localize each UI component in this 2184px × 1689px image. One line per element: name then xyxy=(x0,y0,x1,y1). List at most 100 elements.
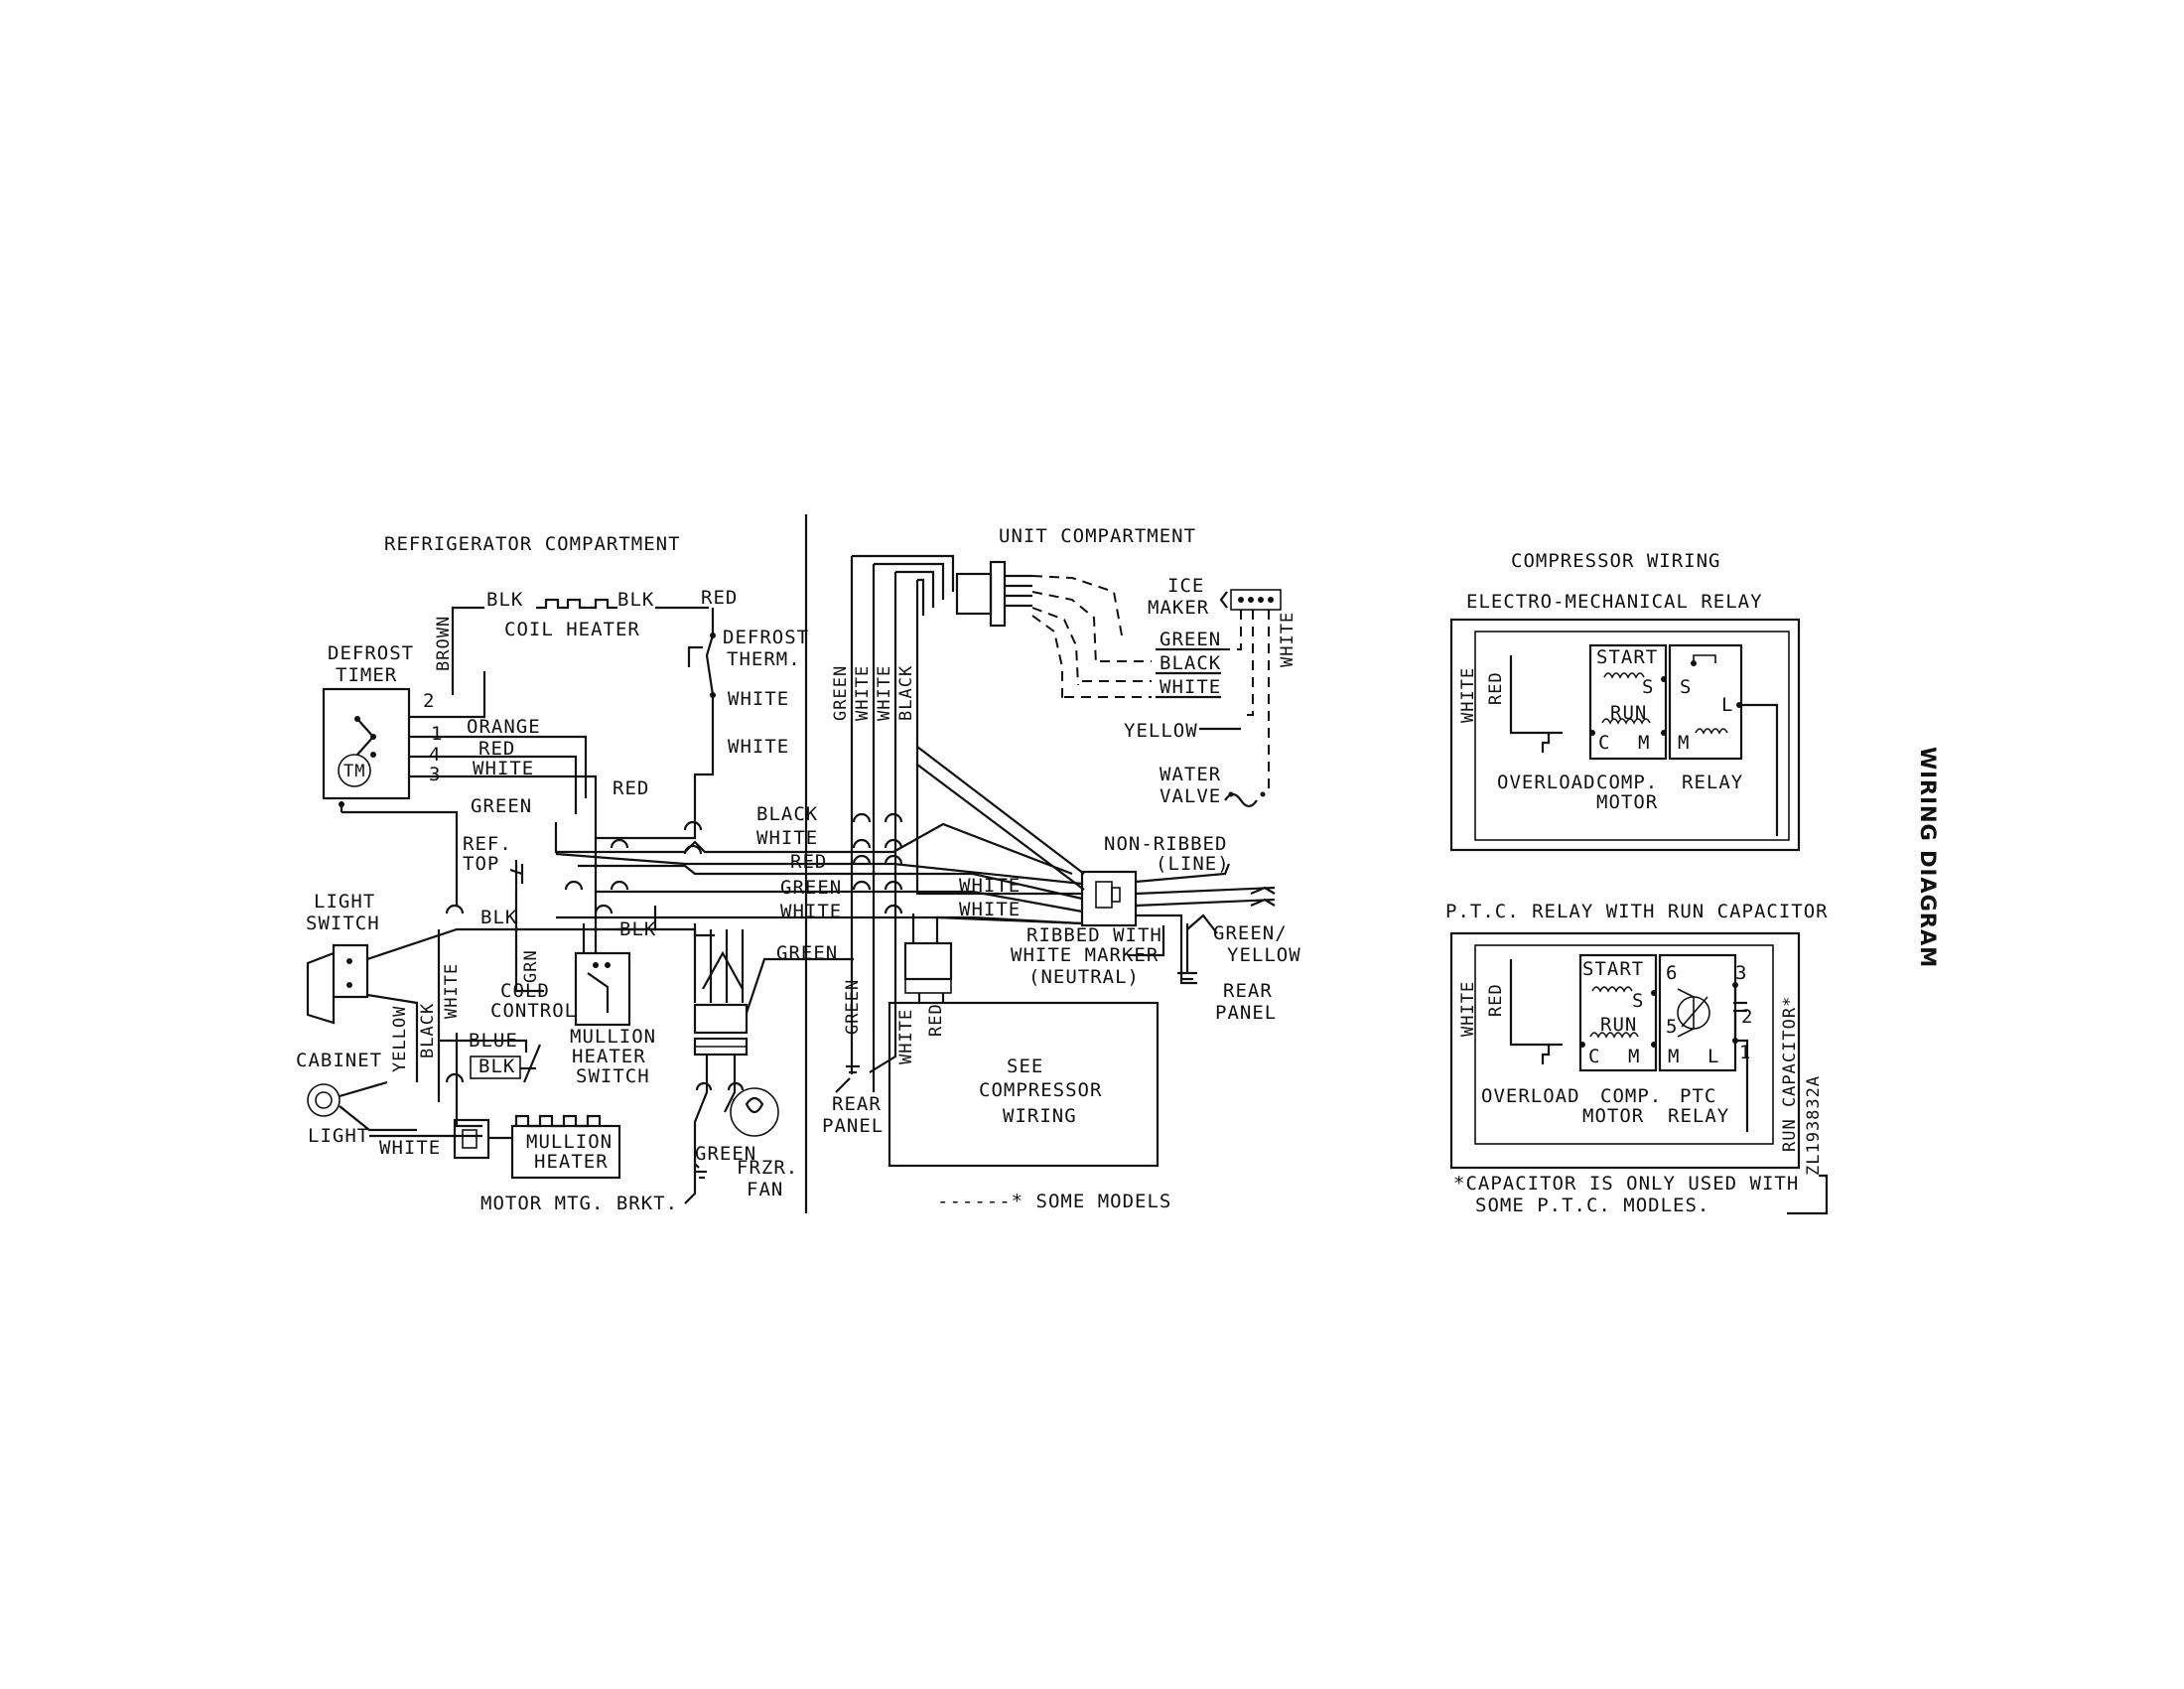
svg-text:BLK: BLK xyxy=(486,589,523,611)
svg-text:RED: RED xyxy=(1486,671,1506,705)
bus-red: RED xyxy=(790,851,827,873)
ice-maker: ICE MAKER WHITE xyxy=(1148,575,1297,794)
svg-text:C: C xyxy=(1588,1046,1600,1067)
refrigerator-compartment-title: REFRIGERATOR COMPARTMENT xyxy=(384,533,681,555)
svg-text:S: S xyxy=(1632,990,1644,1012)
rear-panel-ground-left: REAR PANEL xyxy=(822,1064,883,1137)
svg-text:REAR: REAR xyxy=(1223,980,1273,1002)
svg-text:CABINET: CABINET xyxy=(296,1050,382,1071)
part-number: ZL193832A xyxy=(1804,1075,1824,1176)
svg-text:DEFROST: DEFROST xyxy=(328,642,414,664)
svg-text:C: C xyxy=(1598,732,1610,754)
svg-text:GREEN/: GREEN/ xyxy=(1213,922,1288,944)
svg-text:WATER: WATER xyxy=(1160,764,1221,785)
svg-text:BLK: BLK xyxy=(617,589,654,611)
svg-text:LIGHT: LIGHT xyxy=(314,891,375,913)
svg-text:6: 6 xyxy=(1666,962,1678,984)
svg-text:START: START xyxy=(1596,646,1658,668)
compressor-wiring-title: COMPRESSOR WIRING xyxy=(1511,550,1720,572)
note-bracket xyxy=(1787,1174,1829,1215)
line-connector: NON-RIBBED (LINE) RIBBED WITH WHITE MARK… xyxy=(1011,833,1276,988)
svg-text:RED: RED xyxy=(613,777,649,799)
freezer-fan: FRZR. FAN xyxy=(730,1087,798,1200)
svg-text:COIL HEATER: COIL HEATER xyxy=(504,619,640,640)
em-relay-panel: WHITE RED OVERLOAD START S RUN C M S L M… xyxy=(1449,618,1801,852)
svg-text:COMP.: COMP. xyxy=(1596,772,1658,793)
svg-text:3: 3 xyxy=(1735,962,1747,984)
svg-text:L: L xyxy=(1721,694,1733,716)
svg-text:RED: RED xyxy=(926,1003,946,1037)
ptc-relay-panel: WHITE RED OVERLOAD START S RUN C M 6 5 M… xyxy=(1449,931,1824,1176)
some-models-legend: ------* SOME MODELS xyxy=(937,1191,1171,1212)
light-switch: LIGHT SWITCH xyxy=(306,891,380,1025)
svg-text:OVERLOAD: OVERLOAD xyxy=(1497,772,1596,793)
svg-text:BLACK: BLACK xyxy=(896,665,916,721)
svg-text:RUN: RUN xyxy=(1600,1014,1637,1036)
defrost-thermostat: DEFROST THERM. WHITE WHITE xyxy=(687,608,808,794)
svg-text:2: 2 xyxy=(423,690,435,712)
svg-text:MAKER: MAKER xyxy=(1148,597,1209,619)
motor-mtg-bracket-label: MOTOR MTG. BRKT. xyxy=(480,1193,678,1214)
svg-text:(NEUTRAL): (NEUTRAL) xyxy=(1028,966,1140,988)
svg-text:WHITE: WHITE xyxy=(853,665,873,721)
svg-text:WHITE: WHITE xyxy=(875,665,894,721)
svg-text:CONTROL: CONTROL xyxy=(490,1000,577,1022)
svg-text:WHITE: WHITE xyxy=(728,736,789,758)
bus-black: BLACK xyxy=(756,803,818,825)
svg-text:COMPRESSOR: COMPRESSOR xyxy=(979,1079,1102,1101)
svg-text:COLD: COLD xyxy=(500,980,550,1002)
svg-text:FAN: FAN xyxy=(747,1179,783,1200)
svg-text:BLACK: BLACK xyxy=(1160,652,1221,674)
svg-text:WHITE: WHITE xyxy=(1458,667,1478,723)
svg-text:2: 2 xyxy=(1741,1006,1753,1028)
svg-text:RELAY: RELAY xyxy=(1668,1105,1729,1127)
svg-text:HEATER: HEATER xyxy=(572,1046,646,1067)
svg-text:RED: RED xyxy=(1486,983,1506,1017)
ptc-relay-title: P.T.C. RELAY WITH RUN CAPACITOR xyxy=(1445,901,1829,922)
svg-text:L: L xyxy=(1707,1046,1719,1067)
svg-text:FRZR.: FRZR. xyxy=(737,1157,798,1179)
svg-text:RUN CAPACITOR*: RUN CAPACITOR* xyxy=(1780,996,1800,1152)
svg-text:PTC: PTC xyxy=(1680,1085,1716,1107)
compressor-plug xyxy=(903,914,1083,994)
svg-text:SWITCH: SWITCH xyxy=(306,913,380,934)
svg-text:WIRING: WIRING xyxy=(1003,1105,1077,1127)
svg-text:WHITE: WHITE xyxy=(1278,612,1297,667)
svg-text:MOTOR: MOTOR xyxy=(1596,791,1658,813)
wire-blk-light: BLK xyxy=(480,907,517,928)
svg-text:M: M xyxy=(1678,732,1690,754)
svg-text:OVERLOAD: OVERLOAD xyxy=(1481,1085,1580,1107)
svg-text:TOP: TOP xyxy=(463,853,499,875)
svg-text:GREEN: GREEN xyxy=(843,979,863,1035)
unit-compartment-title: UNIT COMPARTMENT xyxy=(999,525,1196,547)
svg-text:WHITE: WHITE xyxy=(1458,981,1478,1037)
svg-text:GREEN: GREEN xyxy=(695,1143,756,1165)
svg-text:WHITE: WHITE xyxy=(896,1009,916,1064)
svg-text:WHITE: WHITE xyxy=(379,1137,441,1159)
cabinet-light: CABINET LIGHT WHITE xyxy=(296,1050,482,1159)
wire-orange: ORANGE xyxy=(467,716,541,738)
mullion-heater: MULLION HEATER xyxy=(453,1114,621,1180)
svg-text:S: S xyxy=(1680,676,1692,698)
svg-text:M: M xyxy=(1668,1046,1680,1067)
svg-text:M: M xyxy=(1638,732,1650,754)
green-ground-fan: GREEN xyxy=(694,1143,756,1180)
svg-text:SWITCH: SWITCH xyxy=(576,1065,650,1087)
ref-top-ground: REF. TOP xyxy=(463,833,524,888)
svg-text:START: START xyxy=(1582,958,1644,980)
svg-text:1: 1 xyxy=(1739,1042,1751,1063)
svg-text:5: 5 xyxy=(1666,1016,1678,1038)
rear-panel-ground-right: GREEN/ YELLOW REAR PANEL xyxy=(1177,914,1300,1024)
water-valve: YELLOW WATER VALVE xyxy=(1124,720,1266,808)
svg-text:VALVE: VALVE xyxy=(1160,785,1221,807)
svg-text:BLACK: BLACK xyxy=(418,1003,438,1058)
svg-text:MOTOR: MOTOR xyxy=(1582,1105,1644,1127)
svg-text:THERM.: THERM. xyxy=(727,648,801,670)
svg-text:MULLION: MULLION xyxy=(570,1026,656,1048)
svg-text:3: 3 xyxy=(429,764,441,785)
svg-text:M: M xyxy=(1628,1046,1640,1067)
svg-text:S: S xyxy=(1642,676,1654,698)
ice-maker-plug xyxy=(955,560,1032,628)
